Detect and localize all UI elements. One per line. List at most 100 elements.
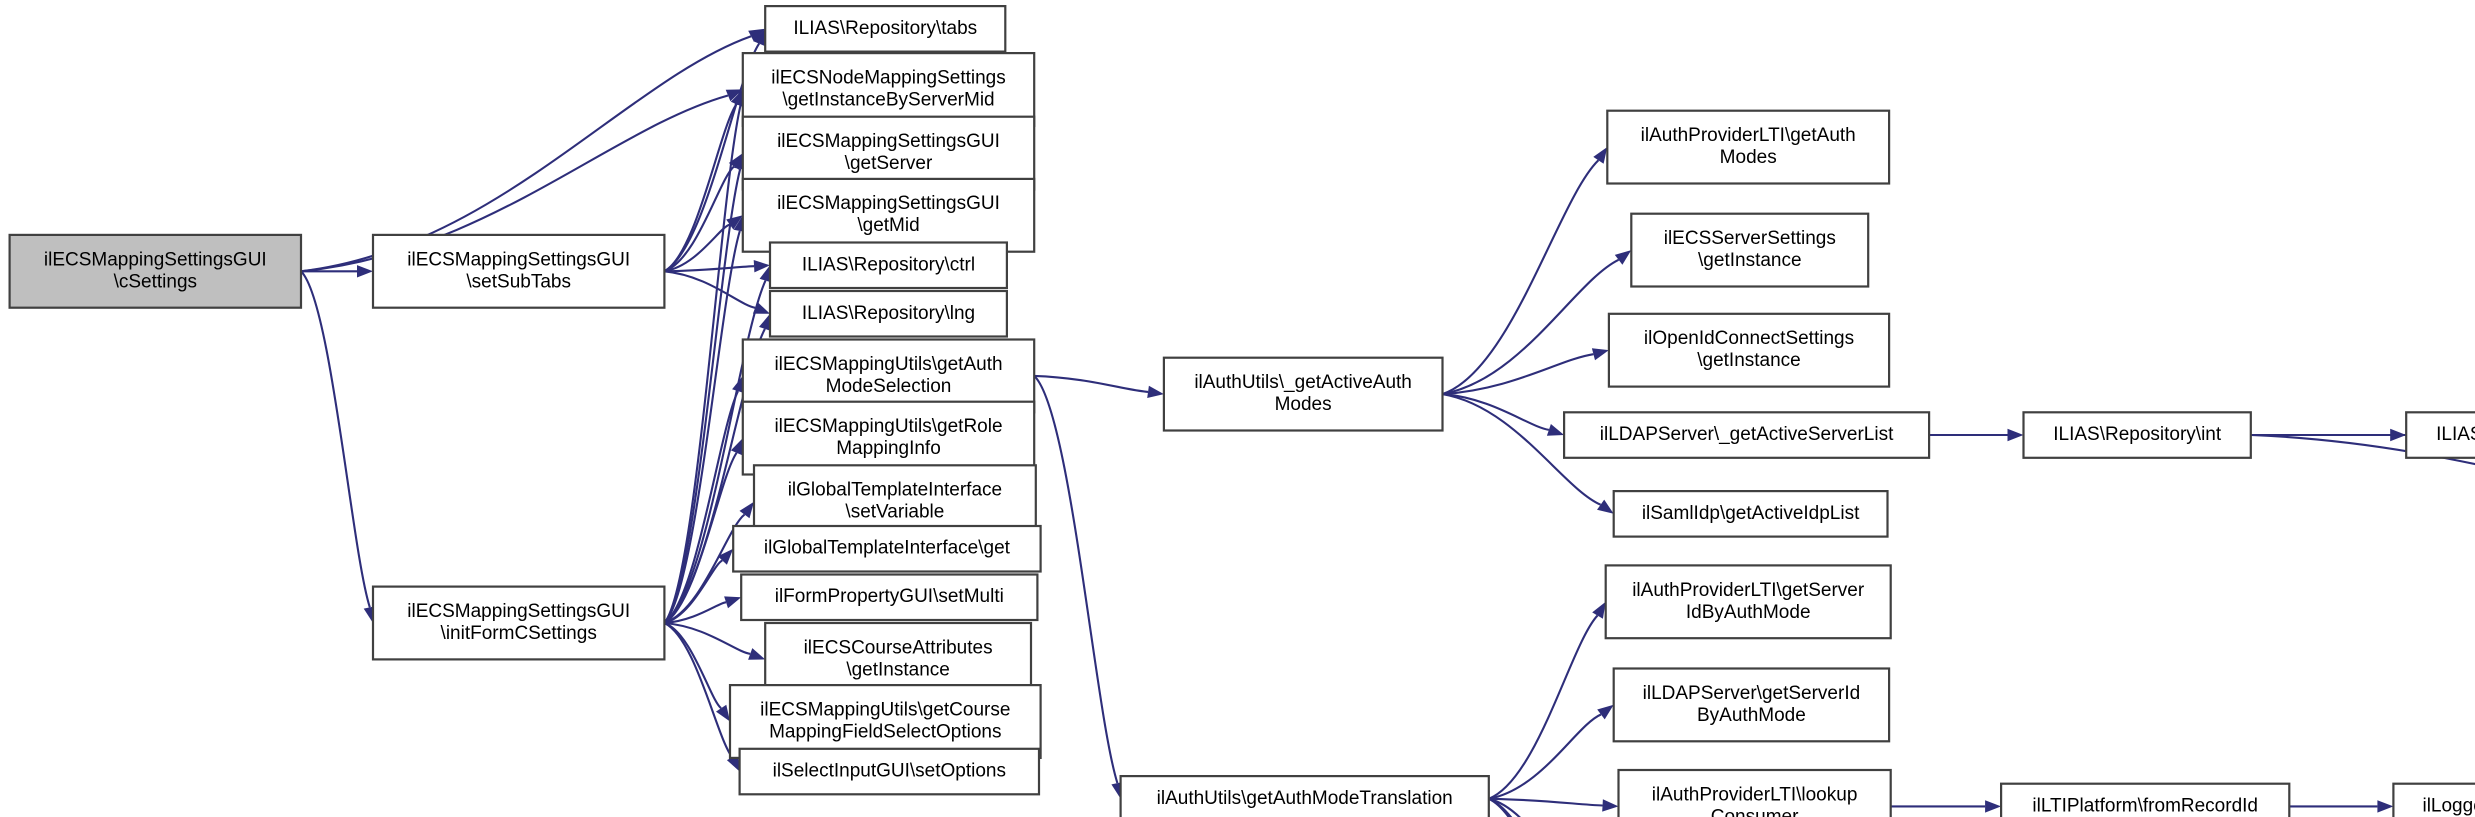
- arrow-head-icon: [759, 265, 772, 283]
- call-edge: [1488, 797, 1510, 817]
- node-box[interactable]: [741, 177, 1036, 253]
- call-edge: [663, 230, 741, 624]
- node-box[interactable]: [2392, 782, 2475, 817]
- graph-node-ilias-repository-lng[interactable]: ILIAS\Repository\lngILIAS\Repository\lng: [768, 289, 1008, 338]
- graph-node-ilauthutils-getauthmodetranslation[interactable]: ilAuthUtils\getAuthModeTranslationilAuth…: [1119, 774, 1490, 817]
- node-box[interactable]: [371, 233, 666, 309]
- arrow-head-icon: [1597, 704, 1614, 720]
- node-box[interactable]: [8, 233, 303, 309]
- node-box[interactable]: [1604, 564, 1892, 640]
- call-edge: [664, 270, 756, 309]
- arrow-head-icon: [1593, 147, 1608, 164]
- arrow-head-icon: [1147, 385, 1164, 398]
- call-edge: [664, 559, 723, 625]
- node-box[interactable]: [1119, 774, 1490, 817]
- arrow-head-icon: [753, 28, 766, 46]
- call-edge: [1442, 393, 1602, 506]
- graph-node-ilauthproviderlti-getserveridbyauthmode[interactable]: ilAuthProviderLTI\getServerIdByAuthModei…: [1604, 564, 1892, 640]
- node-box[interactable]: [1999, 782, 2291, 817]
- graph-node-ilecsmappingsettingsgui-csettings[interactable]: ilECSMappingSettingsGUI\cSettingsilECSMa…: [8, 233, 303, 309]
- node-box[interactable]: [741, 115, 1036, 191]
- arrow-head-icon: [357, 265, 373, 278]
- graph-node-ilformpropertygui-setmulti[interactable]: ilFormPropertyGUI\setMultiilFormProperty…: [740, 573, 1039, 622]
- arrow-head-icon: [1614, 250, 1632, 265]
- arrow-head-icon: [725, 89, 743, 102]
- graph-node-ilecsnodemappingsettings-getinstancebyservermid[interactable]: ilECSNodeMappingSettings\getInstanceBySe…: [741, 51, 1036, 128]
- node-box[interactable]: [371, 585, 666, 661]
- graph-node-ilias-repository-ctrl[interactable]: ILIAS\Repository\ctrlILIAS\Repository\ct…: [768, 241, 1008, 290]
- node-box[interactable]: [2405, 411, 2475, 459]
- call-edge: [1488, 797, 1603, 807]
- node-box[interactable]: [1562, 411, 1931, 459]
- node-box[interactable]: [1617, 768, 1892, 817]
- node-box[interactable]: [768, 241, 1008, 290]
- call-edge: [664, 223, 731, 273]
- graph-node-ilecsmappingutils-getrolemappinginfo[interactable]: ilECSMappingUtils\getRoleMappingInfoilEC…: [741, 400, 1036, 476]
- arrow-head-icon: [2007, 428, 2024, 442]
- call-edge: [663, 452, 738, 624]
- graph-node-ilauthproviderlti-lookupconsumer[interactable]: ilAuthProviderLTI\lookupConsumerilAuthPr…: [1617, 768, 1892, 817]
- node-box[interactable]: [732, 524, 1042, 573]
- arrow-head-icon: [1985, 800, 2002, 813]
- call-edge: [663, 105, 742, 624]
- graph-node-ilecsmappingsettingsgui-getmid[interactable]: ilECSMappingSettingsGUI\getMidilECSMappi…: [741, 177, 1036, 253]
- node-box[interactable]: [740, 573, 1039, 622]
- node-box[interactable]: [1607, 312, 1891, 388]
- node-box[interactable]: [1606, 109, 1891, 185]
- node-box[interactable]: [764, 4, 1007, 53]
- graph-node-ilauthproviderlti-getauthmodes[interactable]: ilAuthProviderLTI\getAuthModesilAuthProv…: [1606, 109, 1891, 185]
- graph-node-illdapserver-getserveridbyauthmode[interactable]: ilLDAPServer\getServerIdByAuthModeilLDAP…: [1612, 667, 1891, 743]
- call-edge: [1442, 258, 1620, 396]
- node-box[interactable]: [1612, 667, 1891, 743]
- node-box[interactable]: [1162, 356, 1444, 432]
- call-edge: [1442, 393, 1550, 431]
- node-box[interactable]: [1630, 212, 1870, 288]
- arrow-head-icon: [2377, 800, 2394, 813]
- call-edge: [1442, 353, 1594, 396]
- graph-node-ilselectinputgui-setoptions[interactable]: ilSelectInputGUI\setOptionsilSelectInput…: [738, 747, 1041, 796]
- node-box[interactable]: [2022, 411, 2252, 459]
- graph-node-ilsamlidp-getactiveidplist[interactable]: ilSamlIdp\getActiveIdpListilSamlIdp\getA…: [1612, 490, 1889, 538]
- call-edge: [663, 622, 734, 758]
- call-edge: [1488, 713, 1602, 800]
- graph-node-illdapserver-_getactiveserverlist[interactable]: ilLDAPServer\_getActiveServerListilLDAPS…: [1562, 411, 1931, 459]
- graph-node-ilglobaltemplateinterface-get[interactable]: ilGlobalTemplateInterface\getilGlobalTem…: [732, 524, 1042, 573]
- call-edge: [663, 280, 767, 624]
- node-box[interactable]: [768, 289, 1008, 338]
- call-edge: [300, 270, 371, 608]
- arrow-head-icon: [730, 438, 743, 456]
- node-box[interactable]: [741, 400, 1036, 476]
- graph-node-ilopenidconnectsettings-getinstance[interactable]: ilOpenIdConnectSettings\getInstanceilOpe…: [1607, 312, 1891, 388]
- call-edge: [1488, 797, 1521, 817]
- arrow-head-icon: [748, 648, 766, 660]
- graph-node-ilecsmappingsettingsgui-initformcsettings[interactable]: ilECSMappingSettingsGUI\initFormCSetting…: [371, 585, 666, 661]
- graph-node-illtiplatform-fromrecordid[interactable]: ilLTIPlatform\fromRecordIdilLTIPlatform\…: [1999, 782, 2291, 817]
- node-box[interactable]: [741, 51, 1036, 128]
- graph-node-ilias-repository-tabs[interactable]: ILIAS\Repository\tabsILIAS\Repository\ta…: [764, 4, 1007, 53]
- graph-node-ilauthutils-_getactiveauthmodes[interactable]: ilAuthUtils\_getActiveAuthModesilAuthUti…: [1162, 356, 1444, 432]
- node-box[interactable]: [1612, 490, 1889, 538]
- graph-node-ilecsserversettings-getinstance[interactable]: ilECSServerSettings\getInstanceilECSServ…: [1630, 212, 1870, 288]
- call-edge: [664, 601, 727, 625]
- arrow-head-icon: [1546, 424, 1565, 436]
- arrow-head-icon: [716, 704, 730, 722]
- edges-layer: [300, 28, 2475, 817]
- graph-node-ilias-repository-str[interactable]: ILIAS\Repository\strILIAS\Repository\str: [2405, 411, 2475, 459]
- node-box[interactable]: [741, 338, 1036, 414]
- graph-node-ilias-repository-int[interactable]: ILIAS\Repository\intILIAS\Repository\int: [2022, 411, 2252, 459]
- graph-node-illoggerfactory-getlogger[interactable]: ilLoggerFactory\getLoggerilLoggerFactory…: [2392, 782, 2475, 817]
- arrow-head-icon: [1591, 348, 1609, 361]
- arrow-head-icon: [717, 548, 734, 565]
- node-box[interactable]: [738, 747, 1041, 796]
- graph-node-ilecsmappingsettingsgui-setsubtabs[interactable]: ilECSMappingSettingsGUI\setSubTabsilECSM…: [371, 233, 666, 309]
- arrow-head-icon: [1602, 799, 1619, 812]
- node-box[interactable]: [728, 683, 1042, 759]
- call-edge: [664, 621, 751, 655]
- graph-node-ilecsmappingutils-getcoursemappingfieldselectoptions[interactable]: ilECSMappingUtils\getCourseMappingFieldS…: [728, 683, 1042, 759]
- call-edge: [663, 168, 742, 624]
- call-edge: [663, 165, 735, 273]
- arrow-head-icon: [1597, 499, 1614, 514]
- call-edge: [2250, 433, 2475, 466]
